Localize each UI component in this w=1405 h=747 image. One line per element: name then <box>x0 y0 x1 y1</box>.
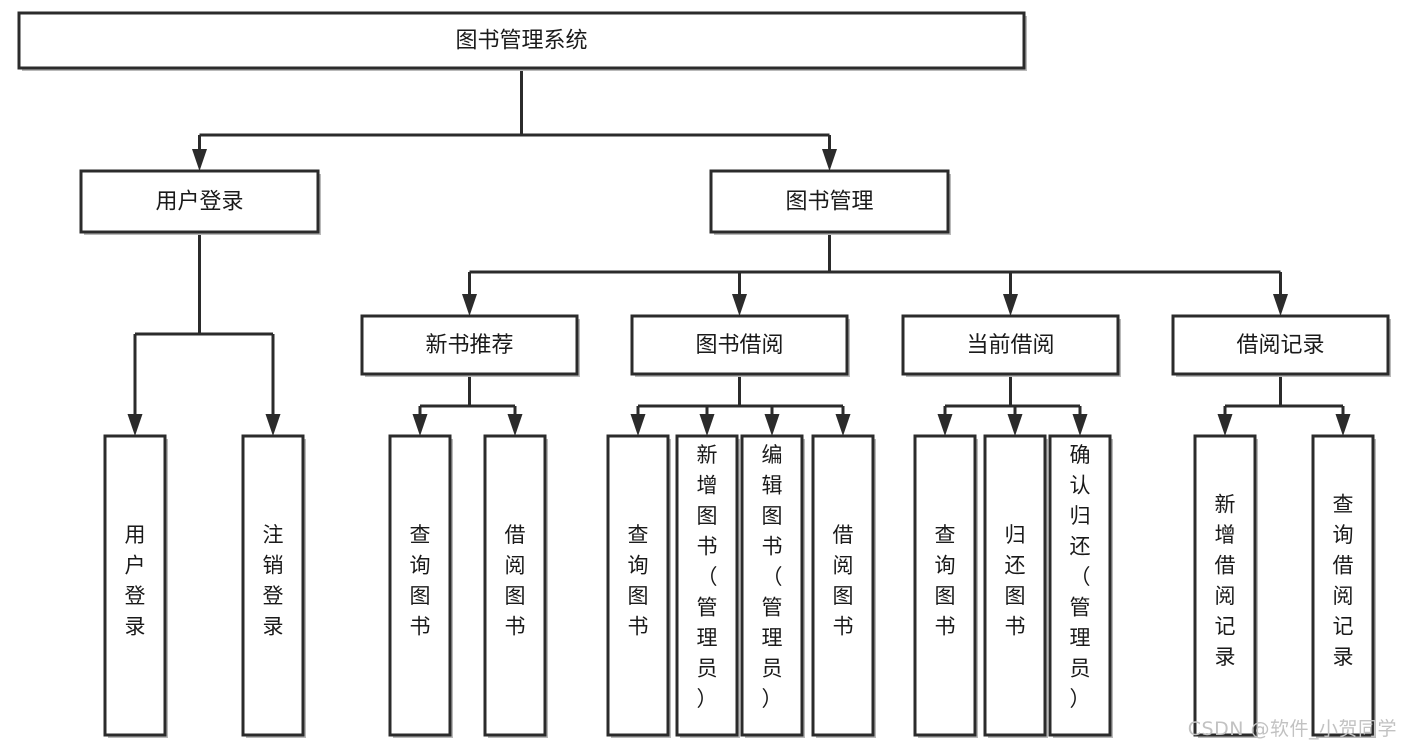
arrow-head-icon <box>507 414 523 436</box>
arrow-head-icon <box>1273 294 1288 316</box>
node-label: 查询借阅记录 <box>1333 492 1354 669</box>
leaf-node-leaf-return-book[interactable]: 归还图书 <box>983 434 1048 738</box>
node-label: 归还图书 <box>1005 523 1026 639</box>
arrow-head-icon <box>1072 414 1088 436</box>
arrow-head-icon <box>764 414 780 436</box>
node-label: 新增图书（管理员） <box>697 443 718 711</box>
connector-group-book-borrow <box>630 374 851 436</box>
node-label: 图书管理 <box>785 190 873 215</box>
node-rect[interactable] <box>103 434 167 737</box>
node-rect[interactable] <box>606 434 670 737</box>
leaf-node-leaf-confirm-return-admin[interactable]: 确认归还（管理员） <box>1048 434 1113 738</box>
node-rect[interactable] <box>483 434 547 737</box>
node-label: 图书借阅 <box>695 333 783 358</box>
leaf-node-leaf-query-book-current[interactable]: 查询图书 <box>913 434 978 738</box>
node-rect[interactable] <box>901 314 1120 376</box>
arrow-head-icon <box>127 414 143 436</box>
node-rect[interactable] <box>1171 314 1390 376</box>
arrow-head-icon <box>265 414 281 436</box>
leaf-node-leaf-add-book-admin[interactable]: 新增图书（管理员） <box>675 434 740 738</box>
leaf-node-leaf-query-book-recommend[interactable]: 查询图书 <box>388 434 453 738</box>
arrow-head-icon <box>822 149 837 171</box>
level2-node-user-login[interactable]: 用户登录 <box>79 169 321 235</box>
connector-group-root <box>192 68 837 171</box>
arrow-head-icon <box>412 414 428 436</box>
arrow-head-icon <box>1335 414 1351 436</box>
node-rect[interactable] <box>630 314 849 376</box>
node-rect[interactable] <box>709 169 950 234</box>
connector-group-book-manage <box>462 232 1288 316</box>
arrow-head-icon <box>630 414 646 436</box>
arrow-head-icon <box>1217 414 1233 436</box>
leaf-node-leaf-borrow-book-recommend[interactable]: 借阅图书 <box>483 434 548 738</box>
node-rect[interactable] <box>1193 434 1257 737</box>
node-rect[interactable] <box>811 434 875 737</box>
leaf-node-leaf-user-login[interactable]: 用户登录 <box>103 434 168 738</box>
node-rect[interactable] <box>241 434 305 737</box>
connector-group-user-login <box>127 232 281 436</box>
level3-node-book-borrow[interactable]: 图书借阅 <box>630 314 850 377</box>
arrow-head-icon <box>699 414 715 436</box>
node-label: 新增借阅记录 <box>1215 492 1236 669</box>
arrow-head-icon <box>1007 414 1023 436</box>
node-rect[interactable] <box>1048 434 1112 737</box>
node-label: 确认归还（管理员） <box>1070 443 1091 711</box>
root-node-root[interactable]: 图书管理系统 <box>17 11 1027 71</box>
node-rect[interactable] <box>1311 434 1375 737</box>
node-rect[interactable] <box>17 11 1026 70</box>
node-rect[interactable] <box>360 314 579 376</box>
node-label: 查询图书 <box>935 523 956 639</box>
level2-node-book-manage[interactable]: 图书管理 <box>709 169 951 235</box>
node-label: 编辑图书（管理员） <box>762 443 783 711</box>
leaf-node-leaf-add-borrow-record[interactable]: 新增借阅记录 <box>1193 434 1258 738</box>
node-label: 用户登录 <box>125 523 146 639</box>
connector-group-new-book-recommend <box>412 374 523 436</box>
node-rect[interactable] <box>388 434 452 737</box>
arrow-head-icon <box>937 414 953 436</box>
connector-layer <box>127 68 1351 436</box>
node-rect[interactable] <box>740 434 804 737</box>
leaf-node-leaf-borrow-book[interactable]: 借阅图书 <box>811 434 876 738</box>
arrow-head-icon <box>192 149 207 171</box>
node-label: 当前借阅 <box>966 333 1054 358</box>
leaf-node-leaf-logout-login[interactable]: 注销登录 <box>241 434 306 738</box>
node-rect[interactable] <box>675 434 739 737</box>
node-rect[interactable] <box>79 169 320 234</box>
node-label: 新书推荐 <box>425 333 513 358</box>
arrow-head-icon <box>462 294 477 316</box>
node-label: 查询图书 <box>410 523 431 639</box>
node-label: 借阅图书 <box>505 523 526 639</box>
level3-node-current-borrow[interactable]: 当前借阅 <box>901 314 1121 377</box>
node-label: 查询图书 <box>628 523 649 639</box>
node-label: 借阅记录 <box>1236 333 1324 358</box>
node-label: 借阅图书 <box>833 523 854 639</box>
arrow-head-icon <box>835 414 851 436</box>
node-layer: 图书管理系统用户登录图书管理新书推荐图书借阅当前借阅借阅记录用户登录注销登录查询… <box>17 11 1391 738</box>
csdn-watermark: CSDN @软件_小贺同学 <box>1187 718 1397 740</box>
level3-node-borrow-record[interactable]: 借阅记录 <box>1171 314 1391 377</box>
node-label: 用户登录 <box>155 190 243 215</box>
connector-group-current-borrow <box>937 374 1088 436</box>
leaf-node-leaf-query-book-borrow[interactable]: 查询图书 <box>606 434 671 738</box>
leaf-node-leaf-query-borrow-record[interactable]: 查询借阅记录 <box>1311 434 1376 738</box>
node-rect[interactable] <box>913 434 977 737</box>
arrow-head-icon <box>732 294 747 316</box>
level3-node-new-book-recommend[interactable]: 新书推荐 <box>360 314 580 377</box>
arrow-head-icon <box>1003 294 1018 316</box>
node-label: 图书管理系统 <box>455 29 587 54</box>
connector-group-borrow-record <box>1217 374 1351 436</box>
node-label: 注销登录 <box>263 523 284 639</box>
node-rect[interactable] <box>983 434 1047 737</box>
leaf-node-leaf-edit-book-admin[interactable]: 编辑图书（管理员） <box>740 434 805 738</box>
